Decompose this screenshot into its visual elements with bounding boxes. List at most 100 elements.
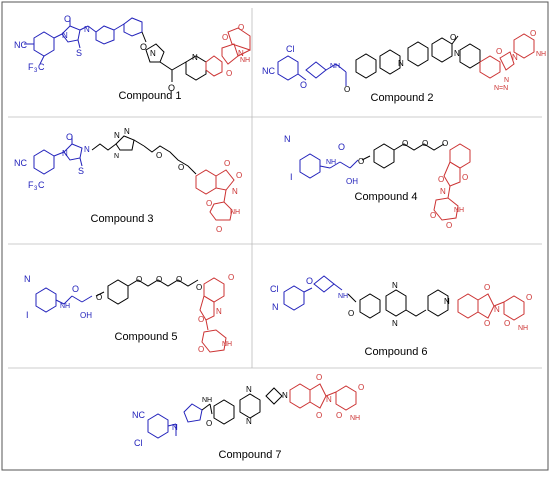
svg-text:N=N: N=N xyxy=(494,85,508,92)
structure-compound-2: NC Cl O NH O N O N O N N=N N xyxy=(262,29,546,94)
svg-text:O: O xyxy=(156,275,162,284)
svg-text:O: O xyxy=(358,383,364,392)
compound-3-label: Compound 3 xyxy=(91,213,154,225)
svg-text:N: N xyxy=(84,145,90,154)
svg-text:N: N xyxy=(512,53,518,62)
svg-text:Cl: Cl xyxy=(270,284,279,294)
svg-text:NH: NH xyxy=(518,325,528,332)
svg-text:O: O xyxy=(140,42,147,52)
svg-text:OH: OH xyxy=(346,177,358,186)
svg-text:S: S xyxy=(76,48,82,58)
svg-text:N: N xyxy=(392,319,398,328)
svg-text:O: O xyxy=(338,142,345,152)
svg-text:N: N xyxy=(84,25,90,34)
svg-text:NH: NH xyxy=(60,303,70,310)
svg-text:O: O xyxy=(300,80,307,90)
svg-text:O: O xyxy=(430,211,436,220)
svg-text:NC: NC xyxy=(14,158,27,168)
svg-text:O: O xyxy=(136,275,142,284)
svg-text:O: O xyxy=(238,23,244,32)
svg-text:NC: NC xyxy=(132,410,145,420)
svg-text:N: N xyxy=(216,307,222,316)
svg-text:NH: NH xyxy=(330,63,340,70)
svg-text:N: N xyxy=(272,302,279,312)
svg-text:N: N xyxy=(114,131,120,140)
svg-text:O: O xyxy=(196,283,202,292)
svg-text:NH: NH xyxy=(326,159,336,166)
svg-text:NH: NH xyxy=(454,207,464,214)
svg-text:N: N xyxy=(114,153,119,160)
svg-text:N: N xyxy=(192,53,198,62)
svg-text:O: O xyxy=(168,83,175,93)
svg-text:I: I xyxy=(26,310,29,320)
svg-text:Cl: Cl xyxy=(286,44,295,54)
svg-text:O: O xyxy=(316,411,322,420)
svg-text:O: O xyxy=(316,373,322,382)
svg-text:O: O xyxy=(156,151,162,160)
svg-text:O: O xyxy=(442,139,448,148)
compound-1-label: Compound 1 xyxy=(119,90,182,102)
svg-text:N: N xyxy=(494,305,500,314)
svg-text:O: O xyxy=(72,284,79,294)
svg-text:I: I xyxy=(290,172,293,182)
svg-text:N: N xyxy=(444,297,450,306)
svg-text:O: O xyxy=(526,293,532,302)
structure-compound-6: Cl N O NH O N N N O N O O xyxy=(270,275,532,332)
svg-text:O: O xyxy=(198,345,204,354)
svg-text:O: O xyxy=(484,319,490,328)
svg-text:F: F xyxy=(28,62,34,72)
svg-text:O: O xyxy=(226,69,232,78)
svg-text:N: N xyxy=(326,395,332,404)
svg-text:3: 3 xyxy=(34,186,38,192)
svg-text:NH: NH xyxy=(202,397,212,404)
svg-text:N: N xyxy=(172,423,178,432)
svg-text:NC: NC xyxy=(262,66,275,76)
compound-2-label: Compound 2 xyxy=(371,92,434,104)
svg-text:N: N xyxy=(246,417,252,426)
svg-text:O: O xyxy=(198,315,204,324)
svg-text:N: N xyxy=(62,31,68,40)
svg-text:O: O xyxy=(446,221,452,230)
svg-text:O: O xyxy=(348,309,354,318)
svg-text:Cl: Cl xyxy=(134,438,143,448)
svg-text:N: N xyxy=(282,391,288,400)
svg-text:N: N xyxy=(284,134,291,144)
svg-text:N: N xyxy=(392,281,398,290)
svg-text:C: C xyxy=(38,180,45,190)
svg-text:N: N xyxy=(124,127,130,136)
svg-text:S: S xyxy=(78,166,84,176)
svg-text:NH: NH xyxy=(222,341,232,348)
svg-text:O: O xyxy=(216,225,222,234)
svg-text:O: O xyxy=(344,85,350,94)
svg-text:N: N xyxy=(238,49,244,58)
svg-text:NH: NH xyxy=(536,51,546,58)
svg-text:N: N xyxy=(232,187,238,196)
svg-text:O: O xyxy=(236,171,242,180)
svg-text:NH: NH xyxy=(230,209,240,216)
svg-text:O: O xyxy=(224,159,230,168)
structure-compound-5: N I NH O OH O O O O O O N O NH xyxy=(24,273,234,354)
structure-compound-4: N I NH O OH O O O O O N O NH O xyxy=(284,134,471,230)
svg-text:N: N xyxy=(454,49,460,58)
svg-text:O: O xyxy=(228,273,234,282)
svg-text:C: C xyxy=(38,62,45,72)
svg-text:O: O xyxy=(462,173,468,182)
svg-text:N: N xyxy=(62,149,68,158)
svg-text:O: O xyxy=(206,419,212,428)
svg-text:O: O xyxy=(64,14,71,24)
svg-text:NC: NC xyxy=(14,40,27,50)
svg-text:N: N xyxy=(440,187,446,196)
svg-text:O: O xyxy=(358,157,364,166)
svg-text:O: O xyxy=(496,47,502,56)
svg-text:NH: NH xyxy=(350,415,360,422)
svg-text:N: N xyxy=(24,274,31,284)
compound-7-label: Compound 7 xyxy=(219,449,282,461)
svg-text:O: O xyxy=(66,132,73,142)
svg-text:NH: NH xyxy=(338,293,348,300)
compound-5-label: Compound 5 xyxy=(115,331,178,343)
svg-text:3: 3 xyxy=(34,68,38,74)
